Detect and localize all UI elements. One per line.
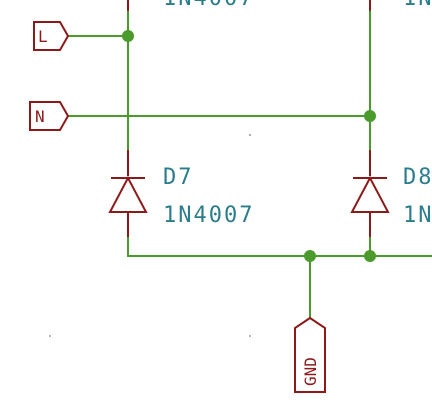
net-label-n[interactable]: N (29, 101, 70, 131)
net-label-gnd[interactable]: GND (294, 316, 326, 393)
label-n-shape (29, 101, 70, 131)
label-l-shape (33, 21, 70, 51)
grid-dot (249, 335, 251, 337)
diode-d8[interactable] (350, 150, 390, 238)
d7-triangle (108, 175, 148, 213)
junction-dot (364, 250, 376, 262)
diode-d7[interactable] (108, 150, 148, 238)
grid-dot (249, 134, 251, 136)
top-right-value: 1N4007 (403, 0, 432, 11)
label-l-text: L (38, 27, 48, 46)
d7-value: 1N4007 (163, 203, 254, 228)
label-gnd-text: GND (301, 357, 320, 386)
d7-ref: D7 (163, 165, 194, 190)
label-n-text: N (35, 107, 45, 126)
net-label-l[interactable]: L (33, 21, 70, 51)
grid-dot (49, 335, 51, 337)
d8-ref: D8 (403, 165, 432, 190)
d8-triangle (350, 175, 390, 213)
top-left-value: 1N4007 (163, 0, 254, 11)
junction-dot (122, 30, 134, 42)
label-gnd-shape (294, 316, 326, 393)
junction-dot (364, 110, 376, 122)
junction-dot (304, 250, 316, 262)
d8-value: 1N4007 (403, 203, 432, 228)
